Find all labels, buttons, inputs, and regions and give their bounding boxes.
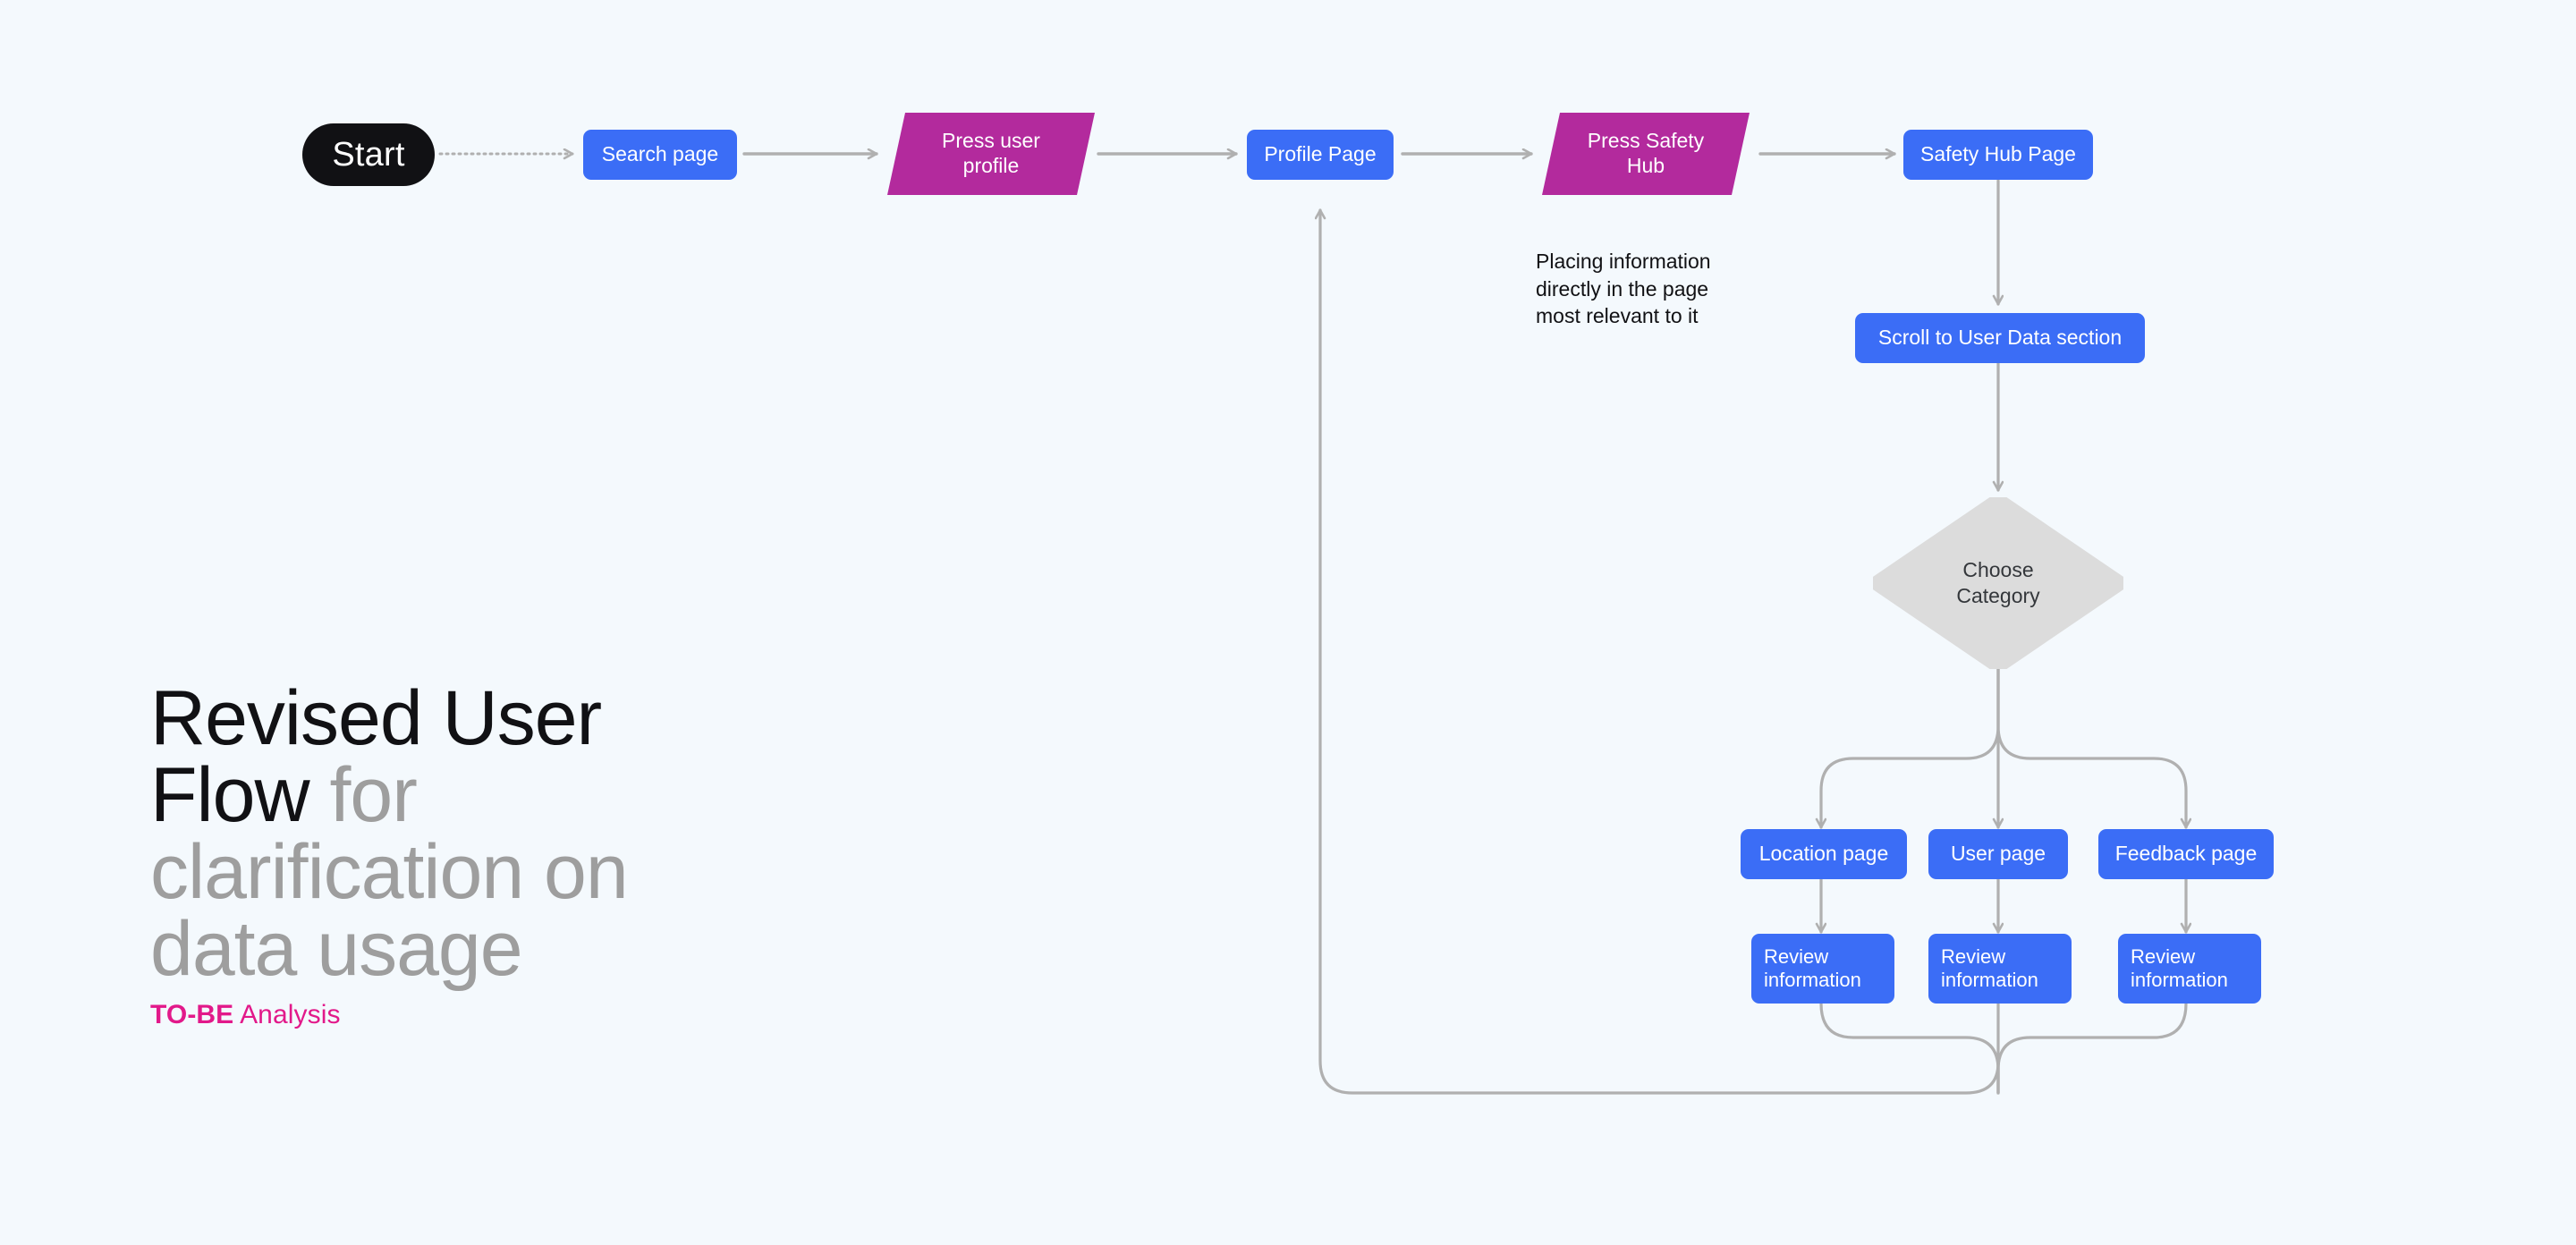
node-safety-hub-page[interactable]: Safety Hub Page (1903, 130, 2093, 180)
node-review-information-1[interactable]: Review information (1751, 934, 1894, 1004)
parallelogram-shape (887, 113, 1095, 195)
node-location-page[interactable]: Location page (1741, 829, 1907, 879)
node-user-page[interactable]: User page (1928, 829, 2068, 879)
node-press-safety-hub-label: Press Safety Hub (1587, 129, 1705, 177)
title-line3: clarification on (150, 829, 629, 915)
title-block: Revised User Flow for clarification on d… (150, 680, 776, 1030)
edge-choose-category-to-location-page (1821, 667, 2000, 829)
title-line2-highlight: Flow (150, 752, 330, 838)
node-review-information-3[interactable]: Review information (2118, 934, 2261, 1004)
node-start[interactable]: Start (302, 123, 435, 186)
node-scroll-to-user-data-section[interactable]: Scroll to User Data section (1855, 313, 2145, 363)
node-review-information-2[interactable]: Review information (1928, 934, 2072, 1004)
subtitle-strong: TO-BE (150, 1000, 234, 1029)
subtitle-rest: Analysis (233, 1000, 341, 1029)
node-profile-page[interactable]: Profile Page (1247, 130, 1394, 180)
node-feedback-page[interactable]: Feedback page (2098, 829, 2274, 879)
edge-review-information-3-to-merge (1996, 1002, 2188, 1095)
node-choose-category-label: Choose Category (1956, 558, 2040, 607)
diamond-shape (1868, 493, 2128, 673)
node-press-user-profile[interactable]: Press user profile (884, 109, 1098, 199)
edge-choose-category-to-feedback-page (1996, 667, 2186, 829)
node-press-safety-hub[interactable]: Press Safety Hub (1538, 109, 1753, 199)
annotation-placing-information: Placing information directly in the page… (1536, 250, 1711, 328)
node-search-page[interactable]: Search page (583, 130, 737, 180)
title-line1: Revised User (150, 675, 602, 761)
title-line4: data usage (150, 906, 523, 992)
page-title: Revised User Flow for clarification on d… (150, 680, 776, 987)
parallelogram-shape (1542, 113, 1750, 195)
title-line2-rest: for (329, 752, 417, 838)
edge-review-information-1-to-merge (1819, 1002, 2000, 1095)
node-choose-category[interactable]: Choose Category (1868, 493, 2128, 673)
node-press-user-profile-label: Press user profile (942, 129, 1040, 177)
page-subtitle: TO-BE Analysis (150, 1000, 776, 1030)
